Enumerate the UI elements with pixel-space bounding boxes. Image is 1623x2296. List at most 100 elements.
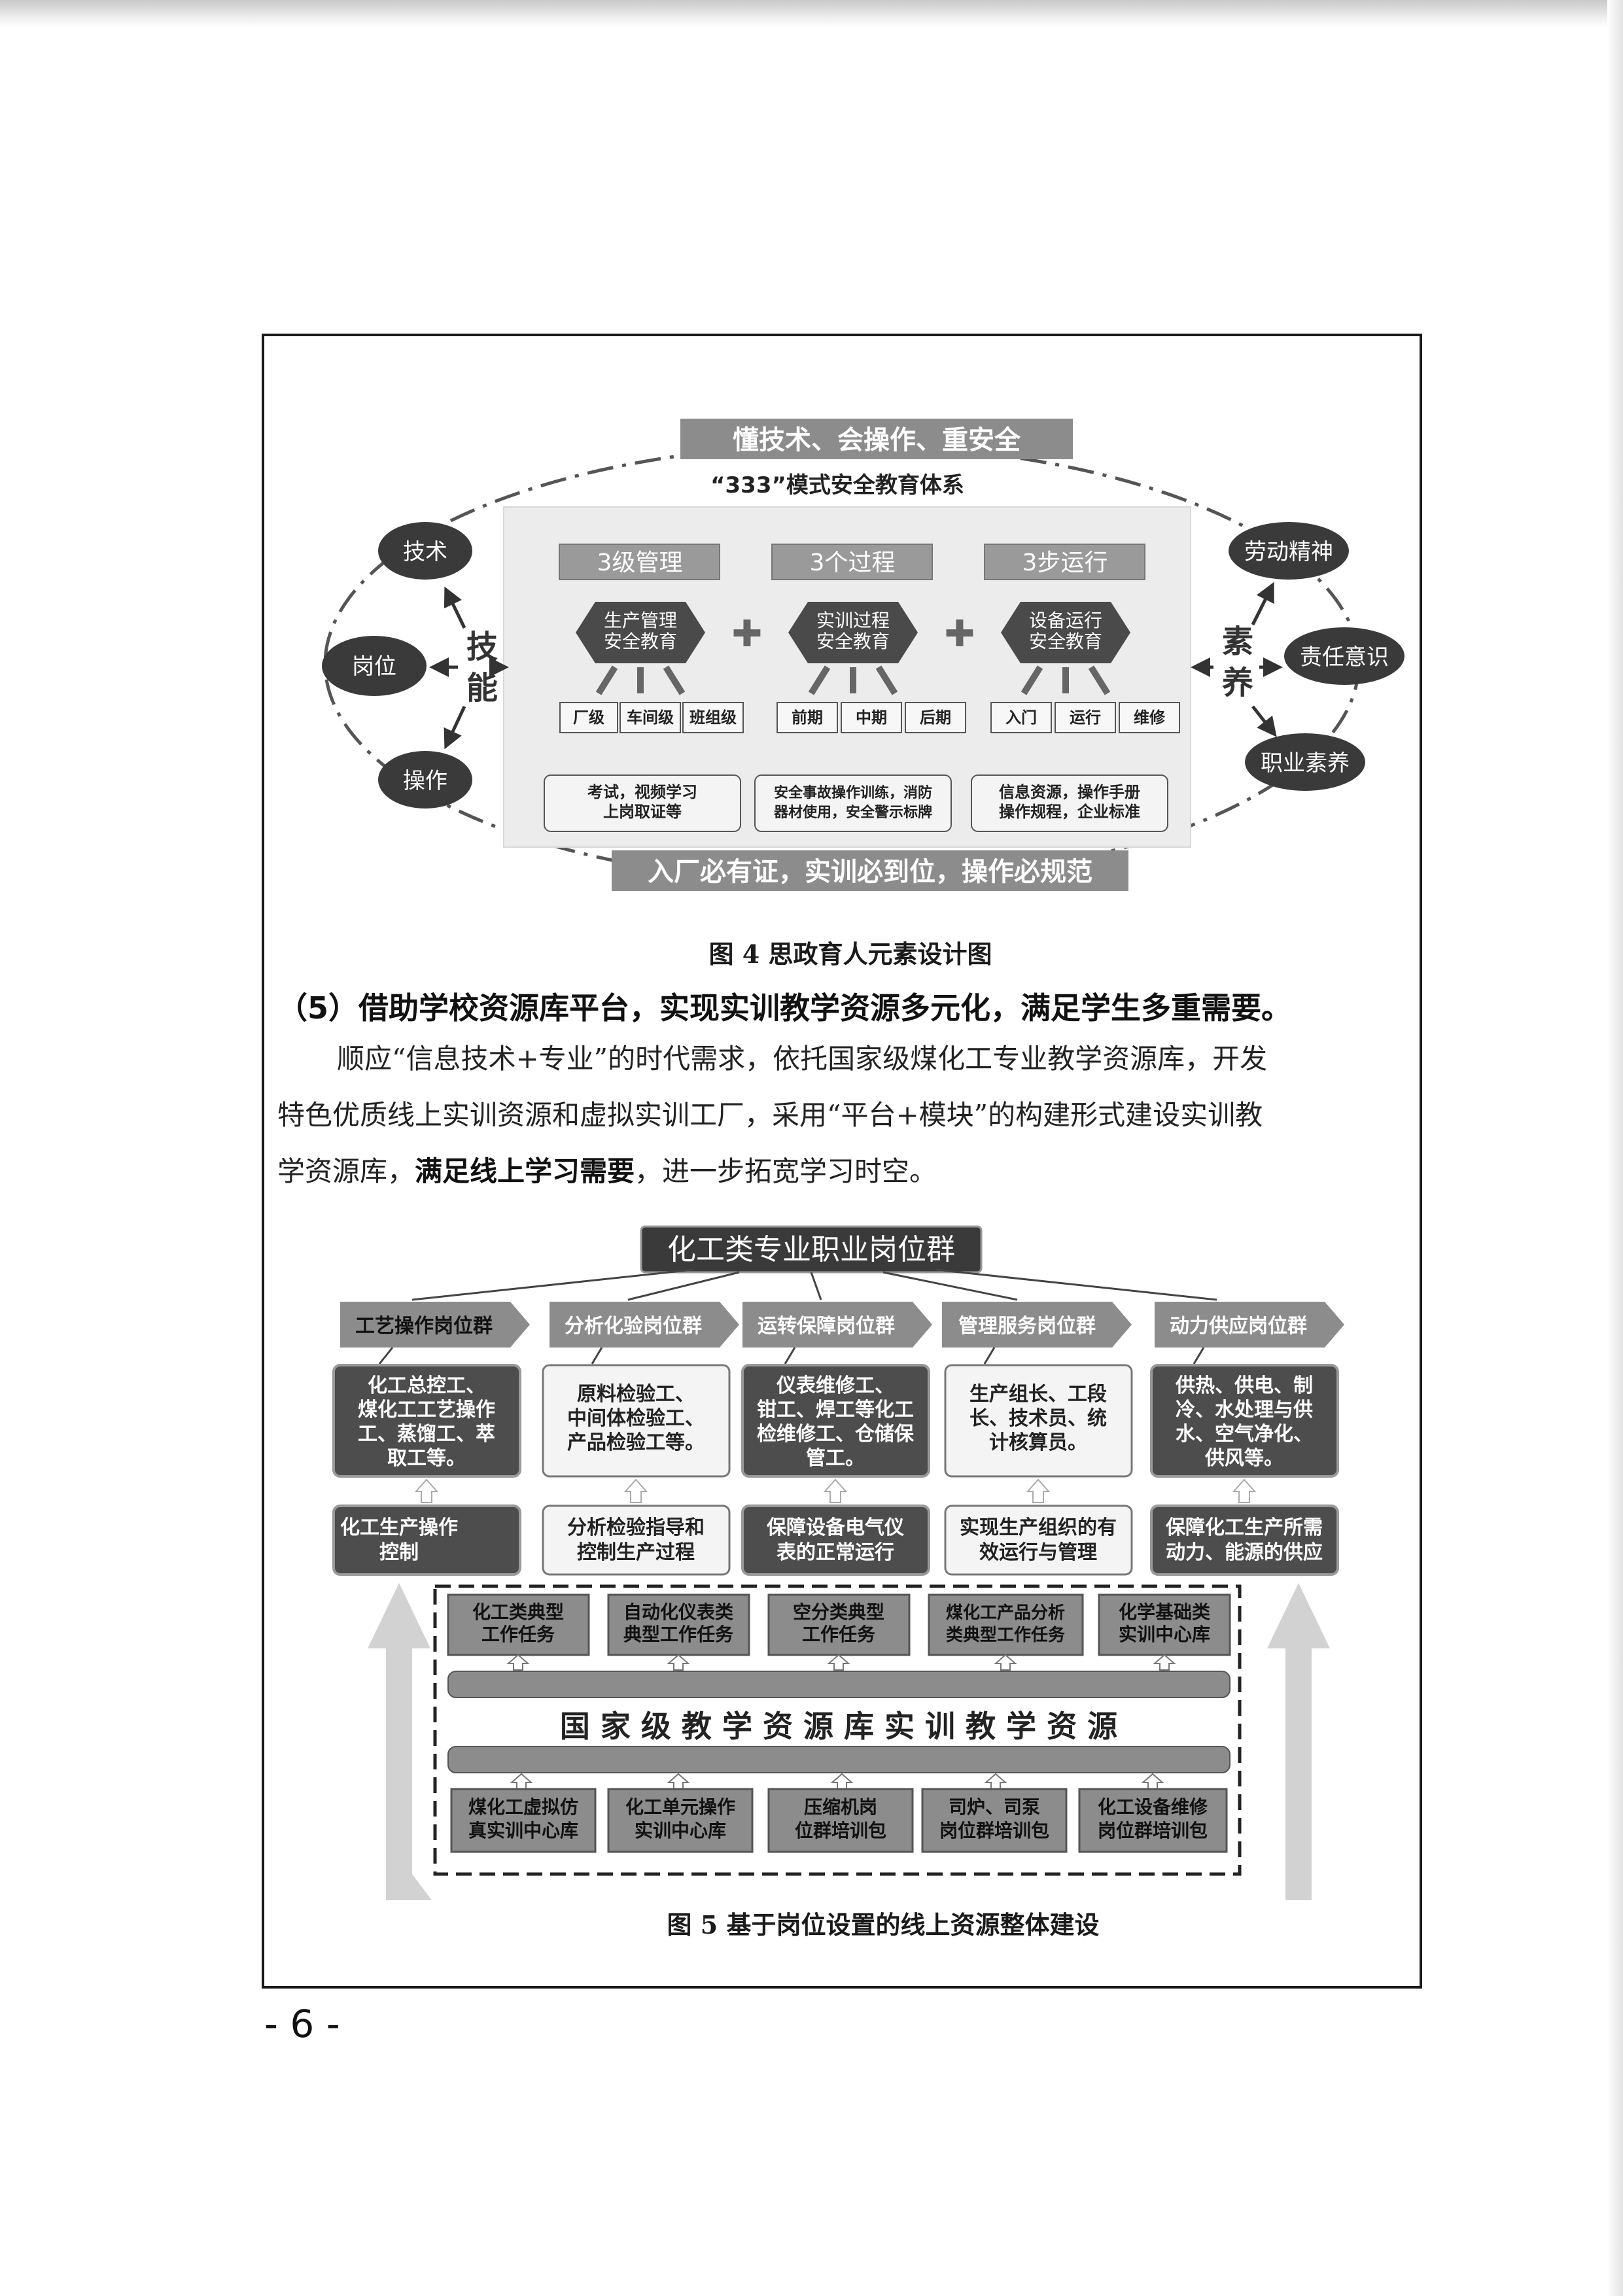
task-box-4 bbox=[928, 1593, 1084, 1656]
figure-4-caption: 图 4 思政育人元素设计图 bbox=[708, 939, 992, 969]
func-box-4 bbox=[944, 1505, 1133, 1576]
note-box-2-text-line: 器材使用，安全警示标牌 bbox=[773, 804, 932, 821]
func-up-arrows bbox=[414, 1478, 1257, 1503]
arrow-quality-down bbox=[1251, 705, 1277, 737]
task-box-2-text-line: 典型工作任务 bbox=[623, 1624, 733, 1645]
quality-node-zhiye bbox=[1245, 733, 1365, 791]
top-banner bbox=[680, 419, 1073, 459]
quality-node-laodong-text: 劳动精神 bbox=[1244, 539, 1333, 565]
header-job-connectors bbox=[378, 1347, 1205, 1365]
group-header-5-text: 动力供应岗位群 bbox=[1170, 1315, 1307, 1338]
task-box-4-text: 煤化工产品分析类典型工作任务 bbox=[946, 1603, 1065, 1645]
lib-box-2 bbox=[607, 1788, 754, 1853]
task-box-3 bbox=[767, 1593, 911, 1656]
group-header-4-text: 管理服务岗位群 bbox=[958, 1315, 1096, 1338]
plus-icon-1: ✚ bbox=[732, 613, 763, 655]
scan-edge-right bbox=[1607, 0, 1623, 2296]
col3-hex-text-line: 安全教育 bbox=[1029, 631, 1102, 652]
job-box-5-text: 供热、供电、制冷、水处理与供水、空气净化、供风等。 bbox=[1175, 1374, 1313, 1470]
job-box-4-text-line: 生产组长、工段 bbox=[969, 1383, 1107, 1406]
lib-box-3 bbox=[767, 1788, 914, 1853]
top-banner-text: 懂技术、会操作、重安全 bbox=[733, 425, 1021, 455]
quality-node-zeren bbox=[1284, 627, 1405, 685]
task-box-2 bbox=[607, 1593, 750, 1656]
col2-hex-text-line: 实训过程 bbox=[816, 610, 890, 631]
func-box-2-text-line: 分析检验指导和 bbox=[567, 1516, 705, 1539]
task-box-5-text: 化学基础类实训中心库 bbox=[1119, 1601, 1210, 1645]
lib-box-1-text: 煤化工虚拟仿真实训中心库 bbox=[468, 1796, 578, 1841]
sub-box-banzuji bbox=[682, 702, 744, 733]
col2-hex bbox=[788, 602, 918, 663]
task-box-2-text: 自动化仪表类典型工作任务 bbox=[623, 1601, 733, 1645]
lib-box-1-text-line: 煤化工虚拟仿 bbox=[468, 1796, 578, 1818]
skill-label-neng: 能 bbox=[466, 670, 498, 706]
group-header-2-text: 分析化验岗位群 bbox=[565, 1315, 702, 1338]
lib-box-3-text-line: 位群培训包 bbox=[795, 1820, 886, 1841]
col1-title-box bbox=[559, 544, 720, 580]
sub-box-changji bbox=[559, 702, 618, 733]
resource-bar-label: 国 家 级 教 学 资 源 库 实 训 教 学 资 源 bbox=[560, 1709, 1117, 1744]
job-box-2-text-line: 中间体检验工、 bbox=[567, 1407, 705, 1430]
figure-5-caption: 图 5 基于岗位设置的线上资源整体建设 bbox=[667, 1910, 1100, 1939]
task-box-5-text-line: 实训中心库 bbox=[1119, 1624, 1210, 1645]
job-box-3-text: 仪表维修工、钳工、焊工等化工检维修工、仓储保管工。 bbox=[757, 1374, 915, 1470]
lib-box-2-text-line: 实训中心库 bbox=[635, 1820, 726, 1841]
paragraph-line-1: 顺应“信息技术+专业”的时代需求，依托国家级煤化工专业教学资源库，开发 bbox=[337, 1043, 1268, 1075]
sub-box-banzuji-text: 班组级 bbox=[689, 708, 737, 727]
job-box-5-text-line: 水、空气净化、 bbox=[1176, 1423, 1313, 1446]
title-connectors bbox=[411, 1268, 1217, 1301]
note-box-2 bbox=[754, 774, 952, 832]
func-box-2 bbox=[542, 1505, 731, 1576]
content-frame bbox=[262, 334, 1422, 1989]
job-box-5-text-line: 冷、水处理与供 bbox=[1176, 1399, 1313, 1421]
paragraph-line-3-bold: 满足线上学习需要 bbox=[415, 1155, 635, 1187]
job-box-2-text-line: 原料检验工、 bbox=[577, 1383, 695, 1406]
lib-box-4-text-line: 岗位群培训包 bbox=[939, 1820, 1049, 1841]
job-box-5-text-line: 供风等。 bbox=[1204, 1447, 1283, 1470]
skill-node-jishu-text: 技术 bbox=[403, 539, 447, 565]
arrow-skill-up bbox=[444, 586, 466, 629]
col1-hex-text: 生产管理安全教育 bbox=[604, 610, 677, 652]
note-box-2-text-line: 安全事故操作训练，消防 bbox=[774, 784, 932, 801]
col2-title-box bbox=[771, 544, 933, 580]
sub-box-chejianji bbox=[620, 702, 681, 733]
job-box-2-text-line: 产品检验工等。 bbox=[567, 1431, 705, 1454]
task-box-4-text-line: 类典型工作任务 bbox=[946, 1626, 1065, 1645]
sub-box-zhongqi bbox=[841, 702, 902, 733]
group-header-3 bbox=[742, 1302, 932, 1348]
job-box-1 bbox=[332, 1364, 521, 1478]
func-box-4-text-line: 效运行与管理 bbox=[979, 1541, 1097, 1564]
skill-node-caozuo-text: 操作 bbox=[403, 768, 447, 794]
lib-box-5-text: 化工设备维修岗位群培训包 bbox=[1098, 1796, 1208, 1841]
task-box-3-text-line: 空分类典型 bbox=[793, 1601, 884, 1623]
bar-lib-arrows bbox=[510, 1773, 1164, 1790]
page-number: - 6 - bbox=[264, 2002, 340, 2046]
task-box-1 bbox=[447, 1593, 590, 1656]
sub-box-rumen bbox=[990, 702, 1052, 733]
task-box-1-text-line: 化工类典型 bbox=[472, 1601, 564, 1623]
sub-box-qianqi bbox=[777, 702, 838, 733]
skill-label-ji: 技 bbox=[466, 629, 498, 665]
bottom-banner-text: 入厂必有证，实训必到位，操作必规范 bbox=[648, 857, 1092, 887]
task-box-2-text-line: 自动化仪表类 bbox=[623, 1601, 733, 1623]
lib-box-5-text-line: 化工设备维修 bbox=[1098, 1796, 1208, 1818]
lib-box-3-text-line: 压缩机岗 bbox=[804, 1796, 877, 1818]
sub-box-group: 厂级 车间级 班组级 前期 中期 后期 入门 运行 维修 bbox=[559, 702, 1180, 733]
job-box-3-text-line: 钳工、焊工等化工 bbox=[757, 1399, 914, 1421]
task-box-1-text: 化工类典型工作任务 bbox=[472, 1601, 564, 1645]
job-box-3-text-line: 检维修工、仓储保 bbox=[757, 1423, 915, 1446]
col3-title-box bbox=[984, 544, 1145, 580]
skill-node-jishu bbox=[378, 522, 472, 580]
job-box-4-text: 生产组长、工段长、技术员、统计核算员。 bbox=[969, 1383, 1107, 1454]
job-box-3-text-line: 仪表维修工、 bbox=[776, 1374, 894, 1397]
fig5-title: 化工类专业职业岗位群 bbox=[667, 1233, 955, 1266]
func-box-1 bbox=[332, 1505, 521, 1576]
lib-box-4-text: 司炉、司泵岗位群培训包 bbox=[939, 1796, 1049, 1841]
job-box-3-text-line: 管工。 bbox=[806, 1447, 865, 1470]
task-box-3-text: 空分类典型工作任务 bbox=[793, 1601, 884, 1645]
sub-box-chejianji-text: 车间级 bbox=[627, 708, 674, 727]
col2-hex-text-line: 安全教育 bbox=[816, 631, 890, 652]
job-box-2 bbox=[542, 1364, 731, 1478]
job-box-5 bbox=[1150, 1364, 1339, 1478]
job-box-1-text-line: 化工总控工、 bbox=[368, 1374, 485, 1397]
